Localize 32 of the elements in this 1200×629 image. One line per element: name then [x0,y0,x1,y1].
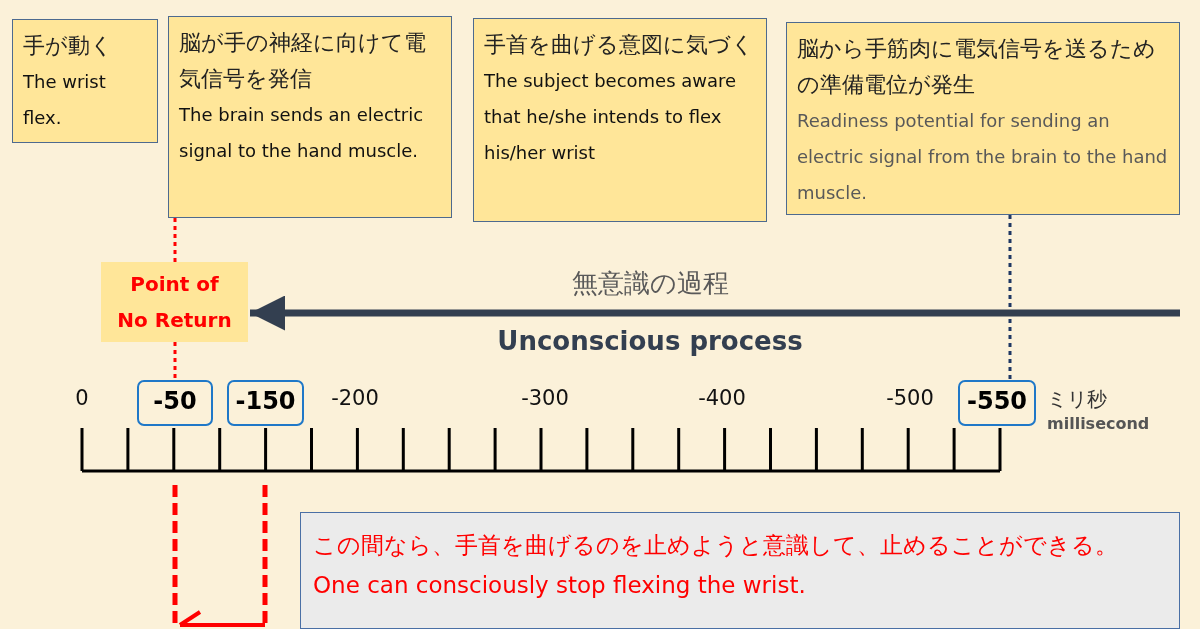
japanese-caption: この間なら、手首を曲げるのを止めようと意識して、止めることができる。 [313,531,1119,560]
time-marker: -50 [137,380,213,426]
connector-line [173,218,177,262]
japanese-caption: 脳が手の神経に向けて電気信号を発信 [179,29,427,93]
english-caption: The brain sends an electric signal to the hand muscle. [179,103,425,163]
english-caption: One can consciously stop flexing the wrist. [313,571,807,600]
event-box [473,18,767,222]
japanese-caption: 手首を曲げる意図に気づく [484,31,755,59]
tick-label: -200 [331,386,379,410]
point-of-no-return-box [101,262,248,342]
event-box [12,19,158,143]
connector-line [173,342,177,380]
time-marker: -550 [958,380,1036,426]
japanese-caption: 脳から手筋肉に電気信号を送るための準備電位が発生 [797,35,1157,99]
note-box [300,512,1180,629]
tick-label: 0 [75,386,89,410]
tick-label: -400 [698,386,746,410]
time-marker: -150 [227,380,304,426]
connector-line [1008,215,1012,380]
english-caption: Readiness potential for sending an electric signal from the brain to the hand muscle. [797,109,1169,205]
english-caption: The subject becomes aware that he/she intends to flex his/her wrist [484,69,738,165]
process-label: 無意識の過程 [571,267,729,300]
tick-label: -300 [521,386,569,410]
japanese-caption: 手が動く [23,32,114,60]
tick-label: -500 [886,386,934,410]
process-label: Unconscious process [497,326,803,356]
english-caption: The wrist flex. [23,70,107,130]
event-box [168,16,452,218]
unit-label: millisecond [1047,414,1150,433]
point-of-no-return-text: Point of No Return [116,271,233,334]
unit-label: ミリ秒 [1047,386,1107,413]
event-box [786,22,1180,215]
